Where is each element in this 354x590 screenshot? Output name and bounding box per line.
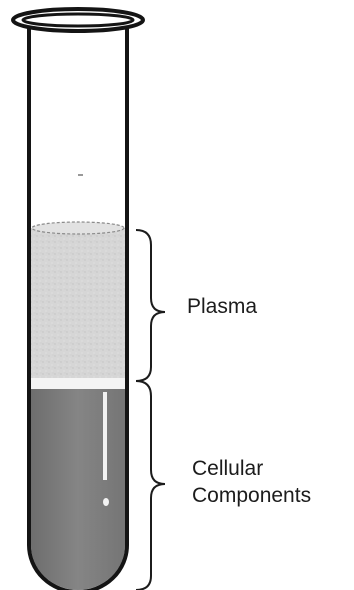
cellular-label-line2: Components	[192, 482, 311, 509]
glass-reflection-dot	[103, 498, 109, 506]
plasma-meniscus	[32, 222, 124, 234]
cellular-components-label: Cellular Components	[192, 455, 311, 509]
cellular-layer	[28, 389, 128, 590]
plasma-label: Plasma	[187, 293, 257, 320]
plasma-layer	[28, 228, 128, 386]
tube-rim-inner	[23, 14, 133, 26]
plasma-brace	[136, 230, 165, 381]
cellular-brace	[136, 381, 165, 590]
cellular-label-line1: Cellular	[192, 455, 311, 482]
buffy-coat-layer	[28, 378, 128, 390]
glass-reflection-streak	[103, 392, 107, 480]
